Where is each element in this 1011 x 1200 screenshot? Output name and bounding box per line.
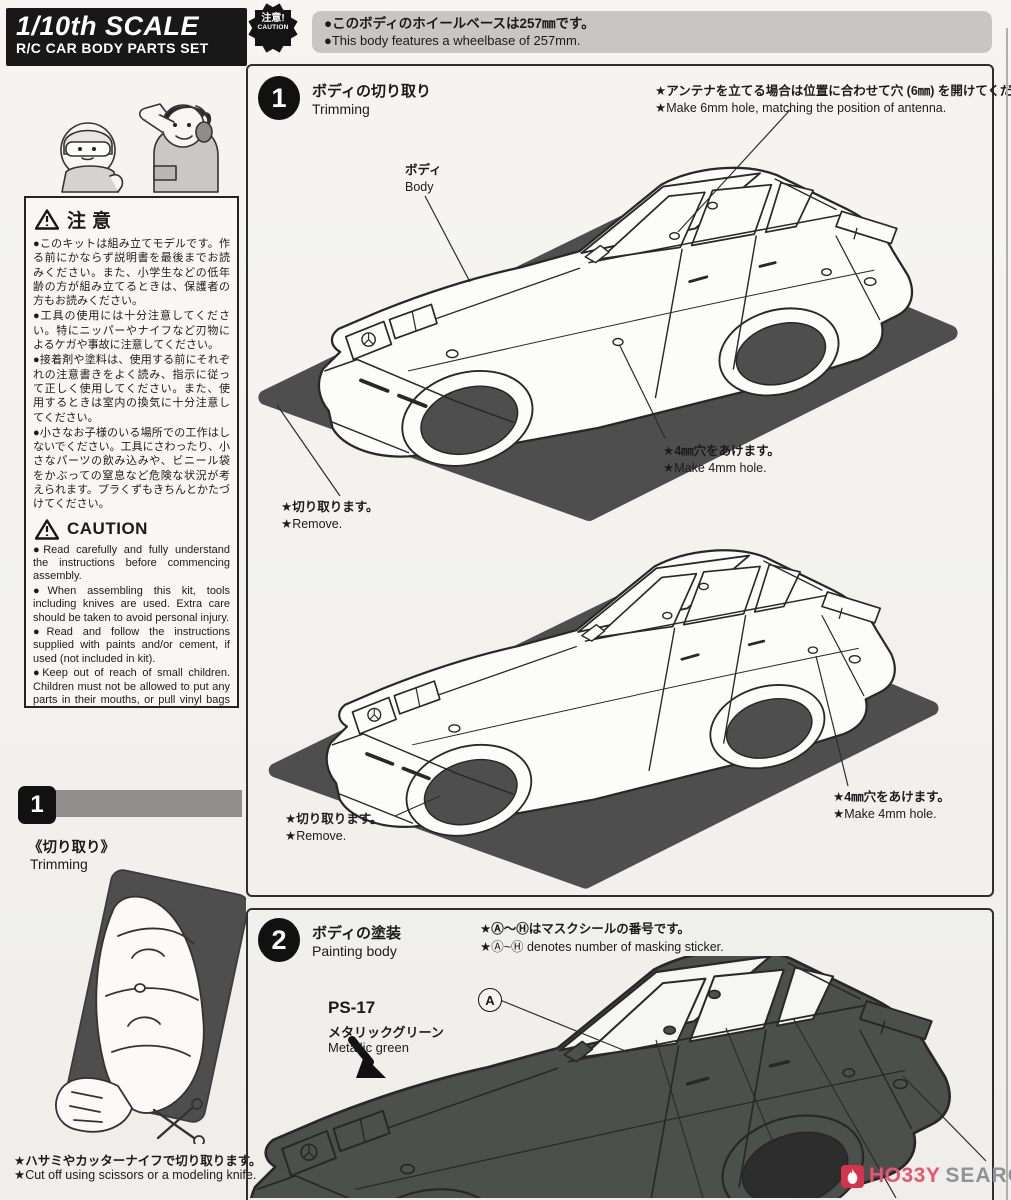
- section1-title-jp: ボディの切り取り: [312, 83, 431, 100]
- car-body-illustration-1: [266, 168, 950, 514]
- leader-lines: [499, 999, 987, 1198]
- paint-name-en: Metallic green: [328, 1040, 409, 1055]
- paint-code-label: PS-17: [328, 998, 376, 1017]
- painted-body-illustration: [248, 956, 992, 1198]
- warning-triangle-icon: [35, 518, 59, 540]
- wheelbase-note-en: ●This body features a wheelbase of 257mm…: [324, 33, 581, 49]
- section2-title-en: Painting body: [312, 943, 397, 959]
- make-4mm-hole-note-jp: ★4㎜穴をあけます。: [663, 444, 780, 458]
- caution-panel: 注意 ●このキットは組み立てモデルです。作る前にかならず説明書を最後までお読みく…: [24, 196, 239, 708]
- remove-note-en: ★Remove.: [281, 517, 343, 531]
- masking-note-jp: ★Ⓐ～Ⓗはマスクシールの番号です。: [480, 922, 690, 936]
- left-step-number: 1: [18, 786, 56, 824]
- mascot-illustration: [60, 103, 219, 193]
- parts-set-subtitle: R/C CAR BODY PARTS SET: [16, 40, 209, 57]
- watermark-text-search: SEARCH: [945, 1164, 1011, 1187]
- section1-box: [246, 64, 994, 897]
- caution-jp-item: ●小さなお子様のいる場所での工作はしないでください。工具にさわったり、小さなパー…: [33, 426, 231, 511]
- trimming-body-illustrations: [250, 109, 992, 894]
- caution-jp-item: ●このキットは組み立てモデルです。作る前にかならず説明書を最後までお読みください…: [33, 238, 230, 308]
- make-4mm-hole-note-en: ★Make 4mm hole.: [833, 807, 937, 821]
- hand-cutting-illustration: [55, 869, 246, 1144]
- car-body-illustration-2: [276, 550, 931, 881]
- caution-jp-title: 注意: [67, 211, 118, 232]
- caution-en-title: CAUTION: [67, 519, 148, 539]
- hobby-search-watermark: HO33Y SEARCH: [841, 1164, 1011, 1188]
- section2-title-jp: ボディの塗装: [312, 925, 401, 942]
- trimming-label-jp: 《切り取り》: [28, 840, 115, 856]
- paint-arrow-icon: [348, 1036, 386, 1078]
- body-label-en: Body: [405, 180, 434, 194]
- antenna-note-en: ★Make 6mm hole, matching the position of…: [655, 101, 947, 115]
- cut-note-jp: ★ハサミやカッターナイフで切り取ります。: [14, 1154, 262, 1168]
- section1-title-en: Trimming: [312, 101, 370, 117]
- caution-badge: 注意! CAUTION: [247, 13, 299, 31]
- section2-box: [246, 908, 994, 1200]
- caution-jp-item: ●接着剤や塗料は、使用する前にそれぞれの注意書きをよく読み、指示に従って正しく使…: [33, 354, 230, 424]
- caution-en-title-row: CAUTION: [35, 518, 230, 540]
- wheelbase-note-jp: ●このボディのホイールベースは257㎜です。: [324, 16, 595, 31]
- wheelbase-note-bar: ●このボディのホイールベースは257㎜です。 ●This body featur…: [312, 11, 992, 53]
- flame-icon: [841, 1164, 864, 1188]
- warning-triangle-icon: [35, 209, 59, 230]
- cut-note-en: ★Cut off using scissors or a modeling kn…: [14, 1168, 257, 1182]
- remove-note-jp: ★切り取ります。: [281, 500, 379, 514]
- remove-note-jp: ★切り取ります。: [285, 812, 383, 826]
- caution-en-item: ●When assembling this kit, tools includi…: [33, 584, 230, 624]
- make-4mm-hole-note-jp: ★4㎜穴をあけます。: [833, 790, 950, 804]
- caution-jp-title-row: 注意: [35, 206, 230, 233]
- step1-number-badge: 1: [258, 76, 300, 120]
- caution-jp-item: ●工具の使用には十分注意してください。特にニッパーやナイフなど刃物によるケガや事…: [33, 310, 230, 352]
- trimming-label-en: Trimming: [30, 856, 88, 872]
- caution-en-item: ●Read carefully and fully understand the…: [33, 543, 230, 583]
- paint-name-jp: メタリックグリーン: [328, 1025, 444, 1040]
- header-logo: 1/10th SCALE R/C CAR BODY PARTS SET: [6, 8, 247, 66]
- page-edge-line: [1006, 28, 1008, 1200]
- remove-note-en: ★Remove.: [285, 829, 347, 843]
- step2-number-badge: 2: [258, 918, 300, 962]
- body-label-jp: ボディ: [405, 163, 442, 177]
- left-step-bar: [20, 790, 242, 817]
- masking-note-en: ★Ⓐ~Ⓗ denotes number of masking sticker.: [480, 940, 724, 954]
- caution-starburst-icon: [248, 3, 298, 53]
- caution-en-item: ●Keep out of reach of small children. Ch…: [33, 667, 230, 707]
- caution-badge-en: CAUTION: [257, 23, 289, 31]
- watermark-text-hobby: HO33Y: [869, 1164, 941, 1187]
- make-4mm-hole-note-en: ★Make 4mm hole.: [663, 461, 767, 475]
- scale-title: 1/10th SCALE: [16, 11, 200, 41]
- antenna-note-jp: ★アンテナを立てる場合は位置に合わせて穴 (6㎜) を開けてください。: [655, 84, 1011, 98]
- caution-badge-jp: 注意!: [261, 13, 285, 24]
- leader-lines: [276, 109, 849, 817]
- masking-sticker-a-badge: A: [478, 988, 502, 1012]
- caution-en-item: ●Read and follow the instructions suppli…: [33, 626, 230, 665]
